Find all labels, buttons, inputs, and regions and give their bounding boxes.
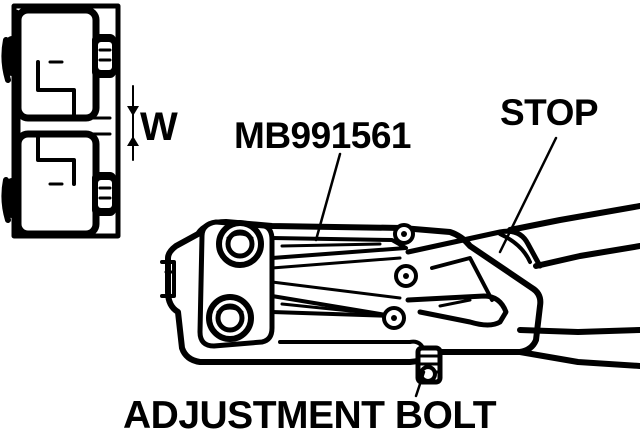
adjustment-bolt-icon (415, 345, 443, 385)
link-line-1 (270, 256, 402, 270)
tool-leader-line (314, 152, 342, 242)
upper-arm (270, 236, 408, 260)
upper-handle-bottom-edge (533, 243, 640, 269)
jaw-detail-inset (1, 3, 121, 239)
upper-handle-joint (405, 228, 543, 269)
gap-label: W (140, 105, 178, 149)
lower-blade-edge (36, 132, 76, 186)
inset-left-edge-bottom (1, 177, 11, 223)
lower-handle-top-edge (517, 327, 640, 335)
gap-arrow-down-icon (127, 106, 139, 116)
tool-number-label: MB991561 (234, 115, 412, 156)
upper-pivot-bolt-icon (216, 220, 264, 268)
upper-jaw-plate (14, 6, 100, 122)
cutter-handles (498, 203, 640, 369)
upper-left-nut (6, 36, 20, 76)
gap-dimension-marker (127, 85, 139, 161)
stop-lever (430, 256, 494, 302)
lower-nut-icon (92, 172, 116, 216)
upper-nut-icon (92, 34, 116, 78)
jaw-tip (160, 260, 176, 298)
upper-handle-top-edge (507, 203, 640, 233)
bolt-cutter-head (160, 219, 544, 365)
stop-label: STOP (500, 92, 599, 133)
gap-arrow-up-icon (127, 136, 139, 146)
lower-pivot-bolt-icon (206, 294, 254, 342)
rivet-icons (382, 223, 418, 330)
inset-left-edge-top (1, 37, 11, 83)
lower-handle-bottom-edge (517, 349, 640, 369)
lower-left-nut (6, 178, 20, 218)
adjustment-bolt-label: ADJUSTMENT BOLT (123, 394, 497, 437)
link-line-2 (270, 280, 402, 300)
bolt-leader-line (414, 370, 426, 398)
stop-leader-line (498, 136, 558, 254)
upper-blade-edge (36, 60, 76, 120)
